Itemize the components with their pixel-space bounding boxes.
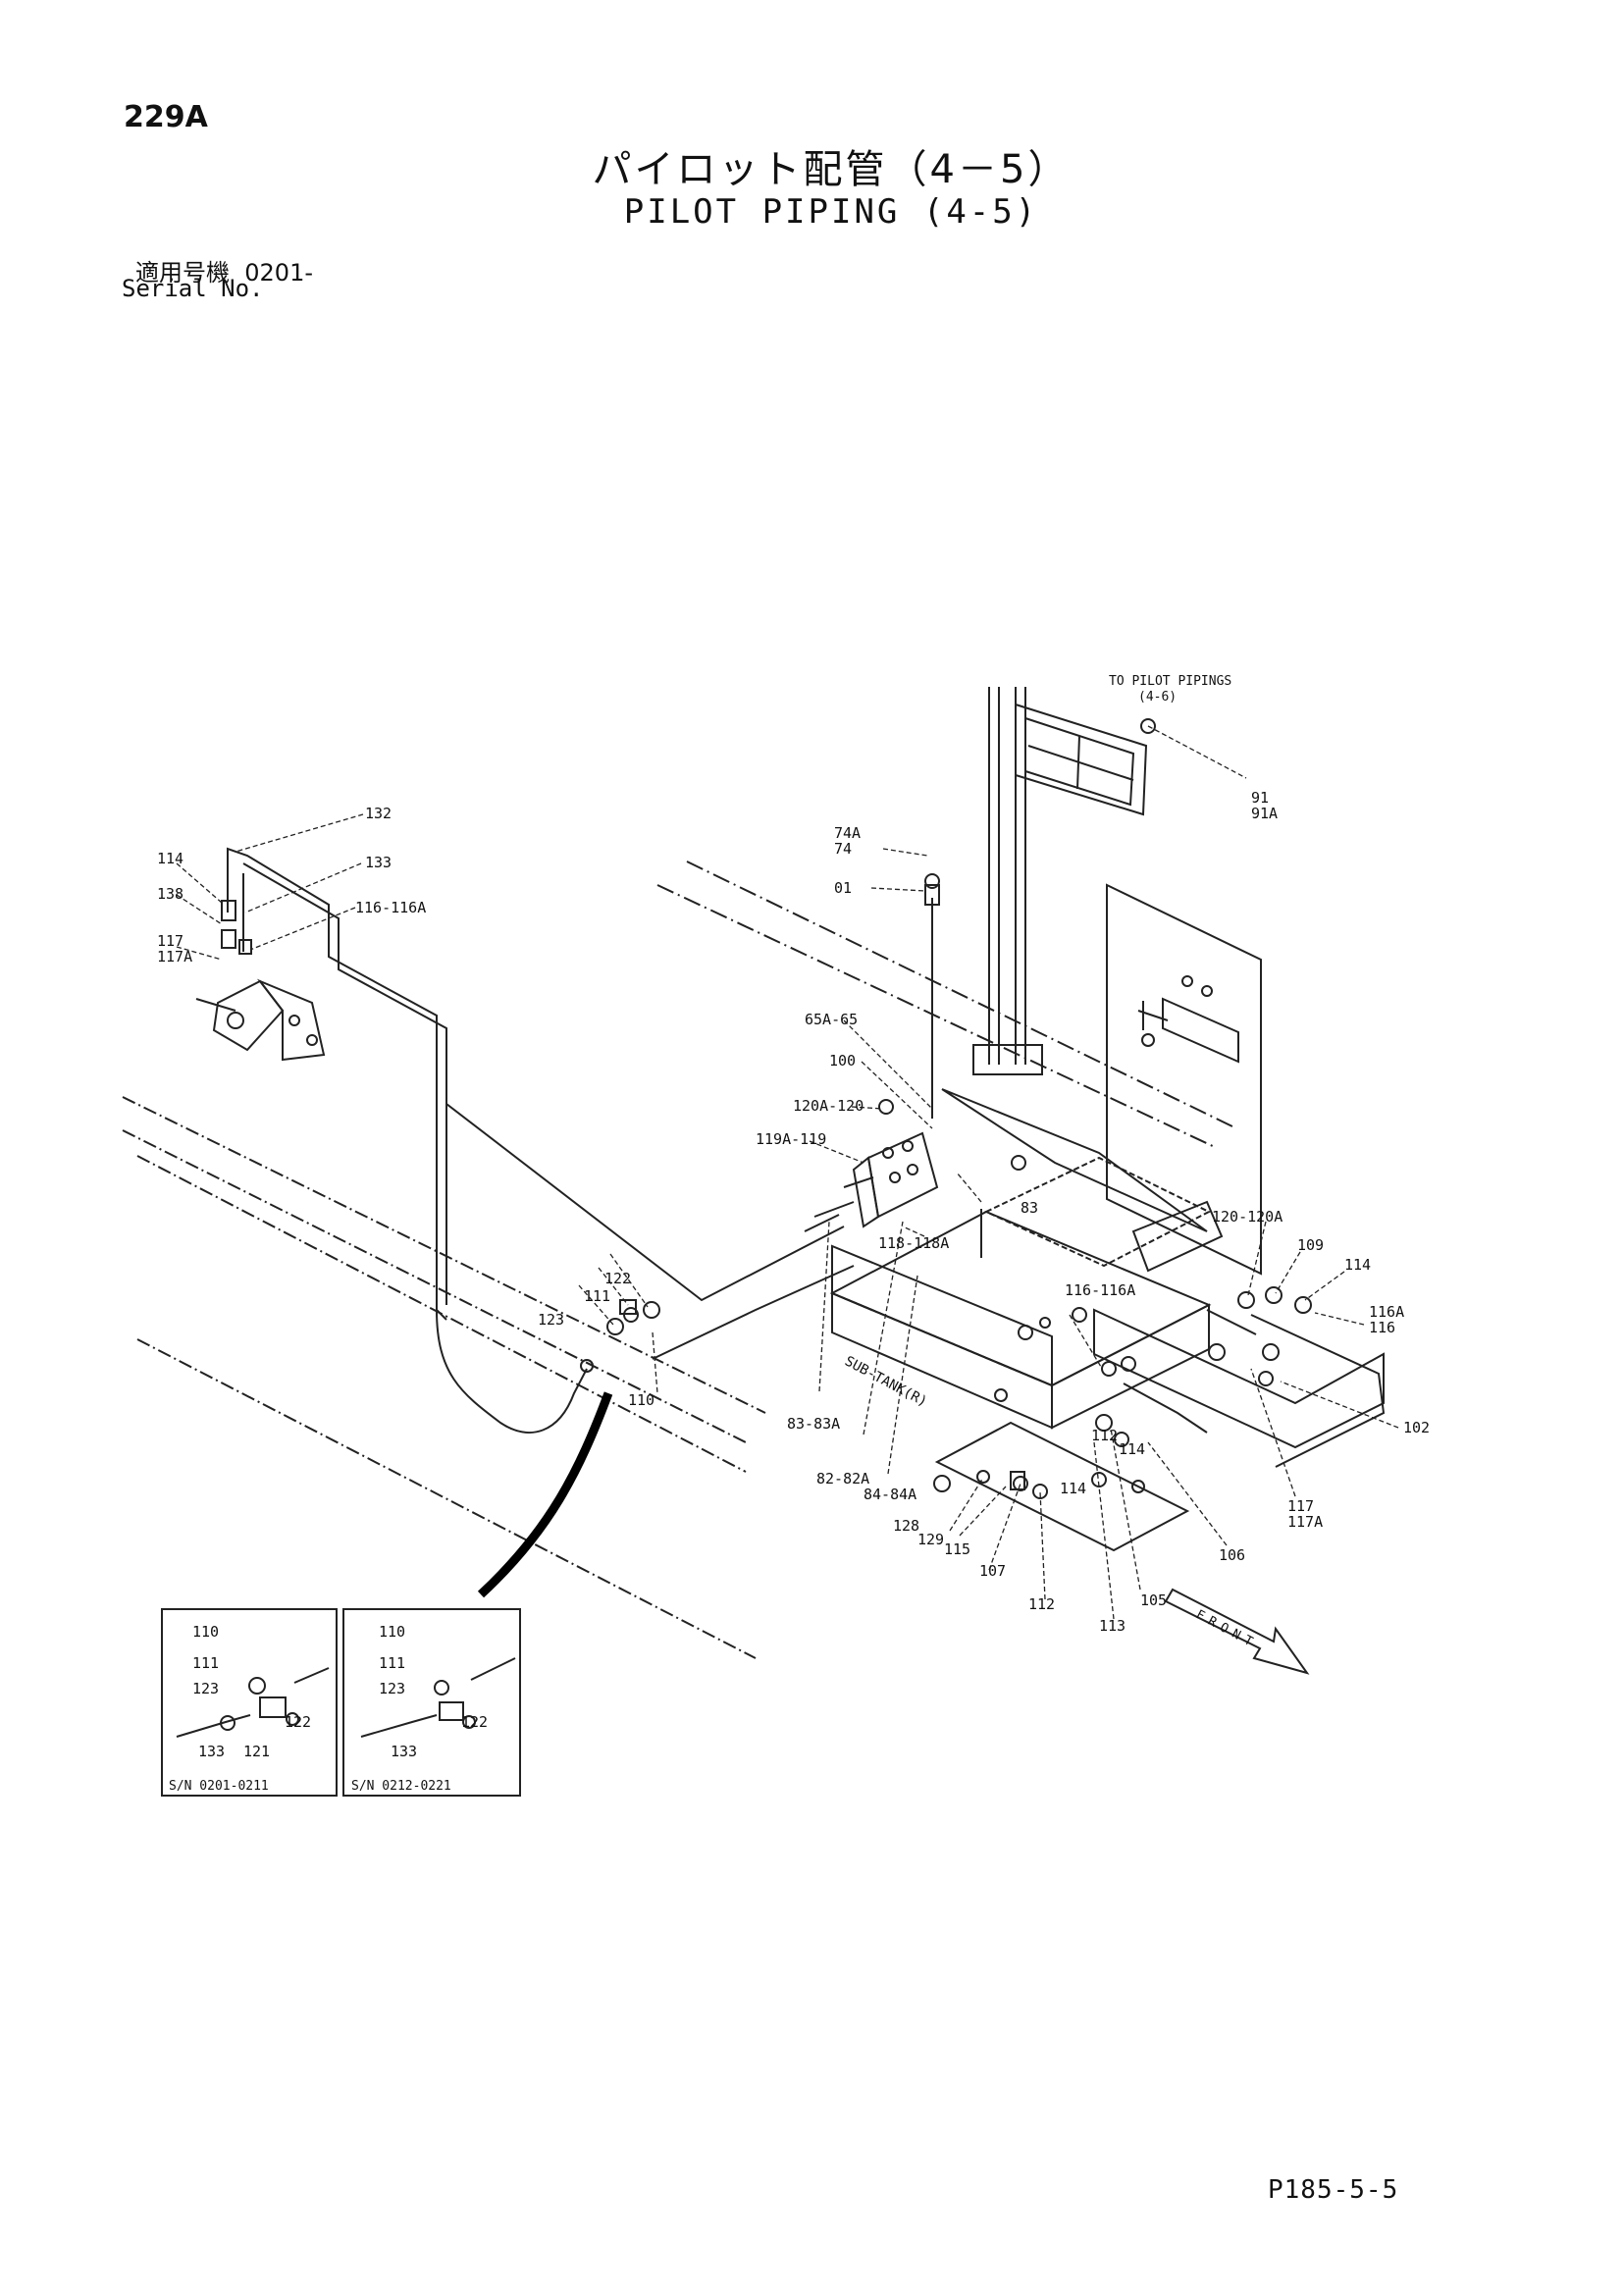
callout-100: 100	[829, 1052, 856, 1070]
mounting-bracket	[934, 1200, 1385, 1552]
callout-84-84a: 84-84A	[864, 1486, 916, 1503]
callout-115: 115	[944, 1540, 970, 1558]
callout-123-main: 123	[538, 1311, 564, 1329]
callout-112-lower: 112	[1028, 1595, 1055, 1613]
fittings	[580, 873, 1312, 1499]
detail2-serial-range: S/N 0212-0221	[351, 1779, 451, 1794]
callout-106: 106	[1219, 1546, 1245, 1564]
front-arrow	[1164, 1588, 1310, 1675]
callout-91a: 91A	[1251, 805, 1278, 822]
hose-to-detail	[477, 1391, 613, 1598]
serial-label-japanese: 適用号機 0201-	[135, 253, 313, 287]
callout-114-left: 114	[157, 850, 183, 867]
callout-74a: 74A	[834, 824, 861, 842]
title-japanese: パイロット配管（4－5）	[592, 147, 1071, 192]
detail1-callout-133: 133	[198, 1743, 225, 1760]
frame-rails-upper	[656, 861, 1237, 1149]
detail1-callout-111: 111	[192, 1654, 219, 1672]
callout-117-right: 117	[1287, 1497, 1314, 1515]
callout-65a-65: 65A-65	[805, 1011, 858, 1028]
callout-120a-120: 120A-120	[793, 1097, 864, 1115]
callout-109: 109	[1297, 1236, 1324, 1254]
detail2-callout-133: 133	[391, 1743, 417, 1760]
callout-122-main: 122	[604, 1270, 631, 1287]
detail1-callout-122: 122	[285, 1713, 311, 1731]
callout-132: 132	[365, 805, 392, 822]
callout-117-left: 117	[157, 932, 183, 950]
callout-112-center: 112	[1091, 1427, 1118, 1444]
callout-116a-right: 116A	[1369, 1303, 1404, 1321]
callout-138: 138	[157, 885, 183, 903]
callout-83: 83	[1021, 1199, 1038, 1217]
callout-105: 105	[1140, 1592, 1167, 1609]
callout-114-center: 114	[1119, 1440, 1145, 1458]
callout-111-main: 111	[584, 1287, 610, 1305]
pilot-valve-panel	[1015, 703, 1156, 816]
callout-117a-right: 117A	[1287, 1513, 1323, 1531]
callout-116-116a-center: 116-116A	[1065, 1281, 1135, 1299]
page-id: 229A	[124, 100, 208, 134]
frame-rails	[122, 1096, 766, 1659]
note-sub-tank: SUB-TANK(R)	[842, 1353, 929, 1410]
title-english: PILOT PIPING (4-5)	[623, 192, 1039, 232]
serial-value: 0201-	[244, 259, 314, 287]
page-code: P185-5-5	[1268, 2175, 1399, 2205]
detail1-callout-123: 123	[192, 1680, 219, 1697]
callout-114-lower: 114	[1060, 1480, 1086, 1497]
callout-118-118a: 118-118A	[878, 1234, 949, 1252]
callout-91: 91	[1251, 789, 1269, 807]
detail1-serial-range: S/N 0201-0211	[169, 1779, 269, 1794]
callout-113: 113	[1099, 1617, 1126, 1635]
detail1-callout-110: 110	[192, 1623, 219, 1641]
callout-01: 01	[834, 879, 852, 897]
detail2-callout-123: 123	[379, 1680, 405, 1697]
detail-box-1	[161, 1608, 338, 1797]
detail2-callout-122: 122	[461, 1713, 488, 1731]
callout-117a-left: 117A	[157, 948, 192, 965]
detail-box-2	[342, 1608, 521, 1797]
callout-114-right: 114	[1344, 1256, 1371, 1274]
serial-label-jp-text: 適用号機	[135, 259, 230, 287]
callout-83-83a: 83-83A	[787, 1415, 840, 1433]
callout-74: 74	[834, 840, 852, 858]
callout-82-82a: 82-82A	[816, 1470, 869, 1487]
callout-102: 102	[1403, 1419, 1430, 1436]
detail1-callout-121: 121	[243, 1743, 270, 1760]
note-to-pilot-ref: (4-6)	[1138, 690, 1177, 704]
detail2-callout-111: 111	[379, 1654, 405, 1672]
callout-133: 133	[365, 854, 392, 871]
callout-107: 107	[979, 1562, 1006, 1580]
callout-128: 128	[893, 1517, 919, 1535]
callout-129: 129	[917, 1531, 944, 1548]
leader-lines	[176, 725, 1399, 1620]
callout-116-right: 116	[1369, 1319, 1395, 1336]
left-valve-assembly	[195, 854, 326, 1062]
sub-tank	[829, 1088, 1212, 1430]
callout-110-main: 110	[628, 1391, 654, 1409]
note-to-pilot: TO PILOT PIPINGS	[1109, 674, 1231, 689]
detail2-callout-110: 110	[379, 1623, 405, 1641]
serial-label-english: Serial No.	[122, 275, 264, 302]
callout-119a-119: 119A-119	[756, 1130, 826, 1148]
callout-120-120a: 120-120A	[1212, 1208, 1283, 1226]
inset-panel	[1106, 883, 1262, 1276]
callout-116-116a-left: 116-116A	[355, 899, 426, 916]
pilot-pipe-runs	[227, 847, 1386, 1468]
center-manifold	[804, 1131, 939, 1232]
